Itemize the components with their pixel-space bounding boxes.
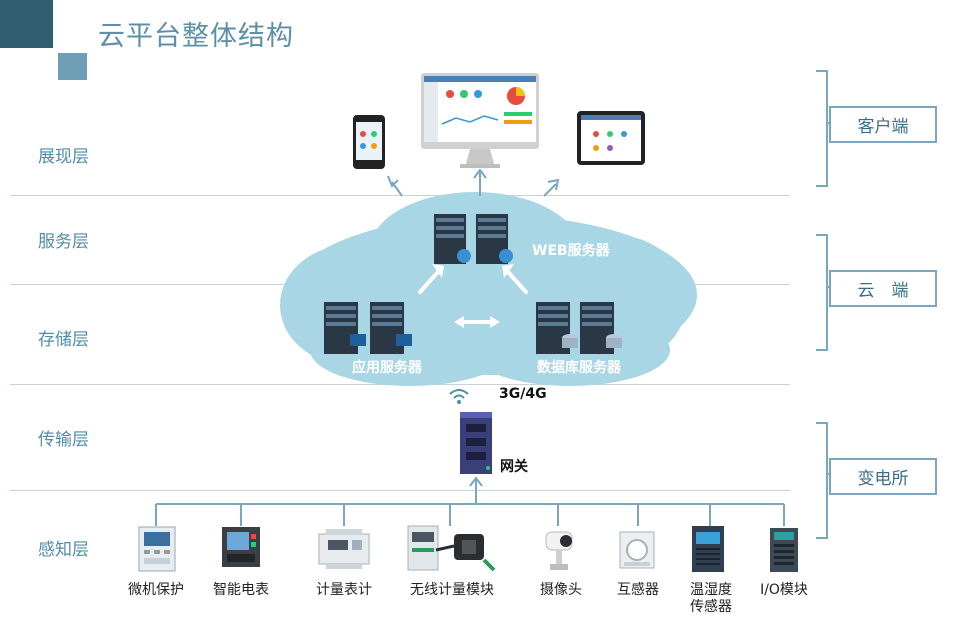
protection-relay-icon [138, 526, 176, 572]
gateway-icon [460, 412, 492, 474]
layer-separator [10, 195, 790, 196]
device-label-transformer: 互感器 [617, 582, 659, 598]
region-cloud: 云 端 [829, 270, 937, 307]
device-label-temp-humidity: 温湿度 传感器 [690, 582, 732, 615]
layer-separator [10, 490, 790, 491]
layer-label-storage: 存储层 [38, 330, 89, 350]
tablet-icon [577, 111, 645, 165]
region-substation: 变电所 [829, 458, 937, 495]
smartphone-icon [353, 115, 385, 169]
network-label: 3G/4G [499, 386, 547, 402]
gateway-label: 网关 [500, 459, 528, 475]
device-label-din-meter: 计量表计 [316, 582, 372, 598]
region-client: 客户端 [829, 106, 937, 143]
layer-label-perception: 感知层 [38, 540, 89, 560]
web-server-icon [434, 214, 513, 264]
layer-label-service: 服务层 [38, 232, 89, 252]
device-label-camera: 摄像头 [540, 582, 582, 598]
device-label-protection: 微机保护 [128, 582, 184, 598]
cloud-arrows [418, 264, 528, 328]
camera-icon [545, 531, 573, 570]
desktop-monitor-icon [421, 73, 539, 168]
web-server-label: WEB服务器 [532, 243, 610, 259]
transformer-icon [619, 531, 655, 569]
io-module-icon [770, 528, 798, 572]
header-square-light [58, 53, 87, 80]
device-label-wireless-module: 无线计量模块 [410, 582, 494, 598]
page-title: 云平台整体结构 [98, 21, 294, 52]
database-server-label: 数据库服务器 [537, 360, 621, 376]
wifi-icon [449, 389, 469, 404]
layer-label-transport: 传输层 [38, 430, 89, 450]
header-square-dark [0, 0, 53, 48]
temp-humidity-sensor-icon [692, 526, 724, 572]
din-meter-icon [318, 529, 370, 569]
app-server-label: 应用服务器 [352, 360, 422, 376]
device-label-smart-meter: 智能电表 [213, 582, 269, 598]
app-server-icon [324, 302, 412, 354]
wireless-meter-module-icon [407, 525, 496, 572]
device-bus [155, 476, 785, 526]
device-label-io-module: I/O模块 [760, 582, 808, 598]
layer-label-presentation: 展现层 [38, 147, 89, 167]
smart-meter-icon [222, 527, 260, 567]
database-server-icon [536, 302, 622, 354]
client-arrows [387, 168, 560, 197]
